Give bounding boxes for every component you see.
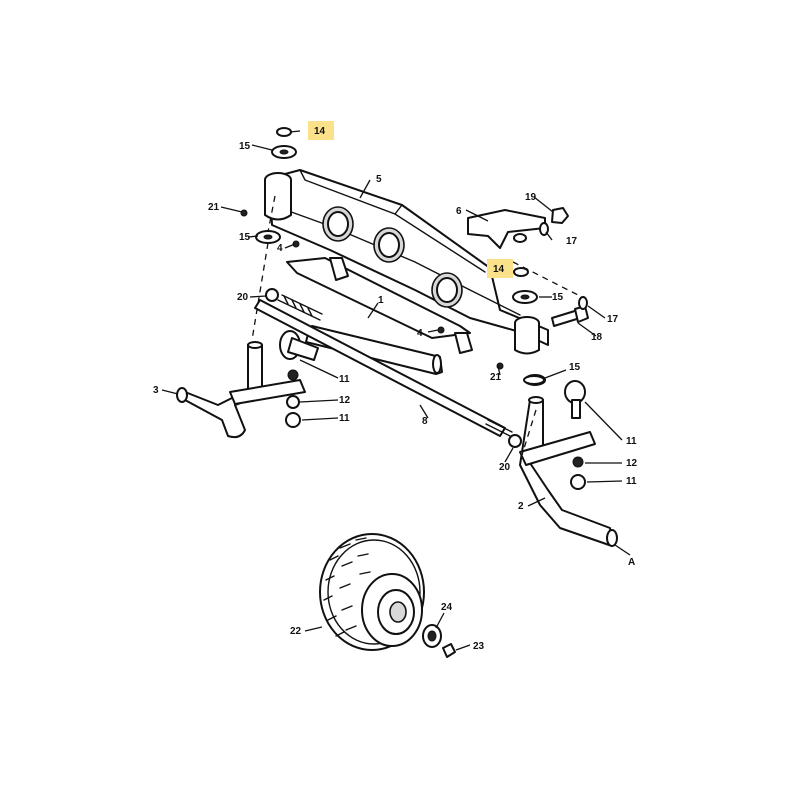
highlight-14-top (308, 121, 334, 140)
callout-20: 20 (237, 292, 249, 303)
callout-21: 21 (208, 202, 220, 213)
axle-beam (264, 169, 549, 355)
callout-8: 8 (422, 416, 428, 427)
leader-lines (161, 130, 631, 651)
callout-12: 12 (626, 458, 638, 469)
left-ball-joint (279, 330, 319, 428)
callout-24: 24 (441, 602, 453, 613)
callout-4: 4 (277, 243, 283, 254)
assembly-lines (251, 195, 579, 456)
left-spindle (176, 341, 306, 439)
beam-bracket (286, 257, 473, 354)
callout-11: 11 (626, 436, 637, 447)
hardware (240, 127, 589, 385)
callout-1: 1 (378, 295, 384, 306)
callout-18: 18 (591, 332, 603, 343)
callout-15: 15 (239, 141, 251, 152)
right-spindle (519, 396, 618, 547)
callout-17: 17 (607, 314, 619, 325)
callout-3: 3 (153, 385, 159, 396)
callout-15: 15 (239, 232, 251, 243)
callout-11: 11 (339, 374, 350, 385)
callout-14: 14 (493, 264, 505, 275)
callout-22: 22 (290, 626, 302, 637)
callout-4: 4 (417, 328, 423, 339)
steering-bracket (467, 209, 546, 249)
drag-link (254, 299, 522, 448)
callout-labels: 14 15 5 21 6 19 17 15 4 14 15 20 1 17 4 … (153, 126, 638, 652)
callout-19: 19 (525, 192, 537, 203)
callout-5: 5 (376, 174, 382, 185)
callout-6: 6 (456, 206, 462, 217)
callout-15: 15 (552, 292, 564, 303)
callout-21: 21 (490, 372, 502, 383)
callout-15: 15 (569, 362, 581, 373)
callout-11: 11 (339, 413, 350, 424)
callout-20: 20 (499, 462, 511, 473)
callout-12: 12 (339, 395, 351, 406)
callout-2: 2 (518, 501, 524, 512)
callout-14: 14 (314, 126, 326, 137)
highlight-14-right (487, 259, 513, 278)
callout-11: 11 (626, 476, 637, 487)
callout-23: 23 (473, 641, 485, 652)
tie-rod (265, 288, 443, 375)
wheel (319, 533, 456, 658)
callout-17: 17 (566, 236, 578, 247)
callout-A: A (628, 557, 635, 568)
